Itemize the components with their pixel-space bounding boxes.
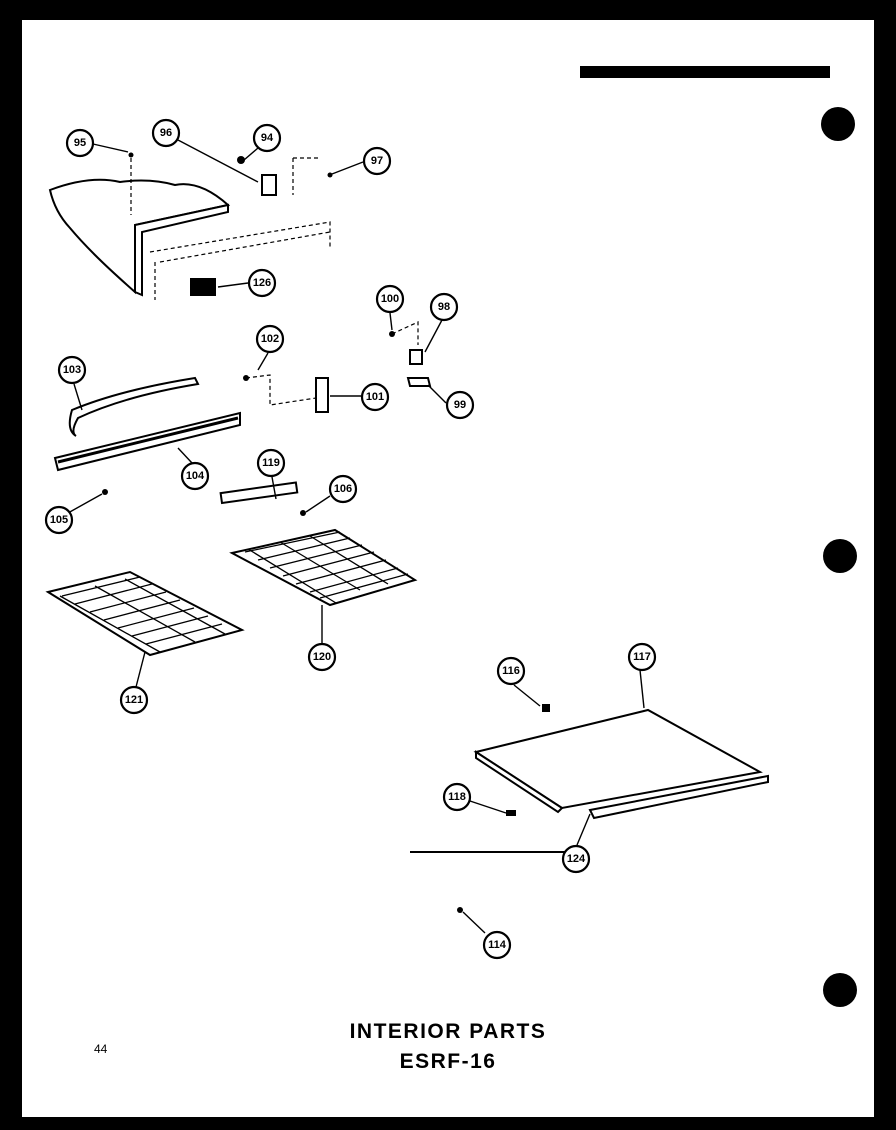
svg-text:96: 96 <box>160 127 172 139</box>
svg-text:106: 106 <box>334 483 352 495</box>
svg-text:121: 121 <box>125 694 143 706</box>
hinge-parts <box>389 321 432 387</box>
svg-text:124: 124 <box>567 853 586 865</box>
svg-text:120: 120 <box>313 651 331 663</box>
callout-126: 126 <box>247 268 277 298</box>
svg-text:95: 95 <box>74 137 86 149</box>
svg-text:98: 98 <box>438 301 450 313</box>
callout-94: 94 <box>252 123 282 153</box>
svg-text:104: 104 <box>186 470 205 482</box>
callout-98: 98 <box>429 292 459 322</box>
callout-103: 103 <box>57 355 87 385</box>
svg-text:100: 100 <box>381 293 399 305</box>
binder-hole-bottom <box>823 973 857 1007</box>
callout-104: 104 <box>180 461 210 491</box>
callout-100: 100 <box>375 284 405 314</box>
svg-text:94: 94 <box>261 132 274 144</box>
callout-102: 102 <box>255 324 285 354</box>
callout-99: 99 <box>445 390 475 420</box>
rail-parts <box>53 374 329 495</box>
callout-96: 96 <box>151 118 181 148</box>
svg-text:119: 119 <box>262 457 280 469</box>
binder-hole-middle <box>823 539 857 573</box>
svg-text:114: 114 <box>488 939 507 951</box>
model-number: ESRF-16 <box>399 1050 497 1073</box>
svg-text:105: 105 <box>50 514 68 526</box>
callout-101: 101 <box>360 382 390 412</box>
svg-text:97: 97 <box>371 155 383 167</box>
binder-hole-top <box>821 107 855 141</box>
callout-116: 116 <box>496 656 526 686</box>
callout-121: 121 <box>119 685 149 715</box>
callout-118: 118 <box>442 782 472 812</box>
svg-text:126: 126 <box>253 277 271 289</box>
svg-text:99: 99 <box>454 399 466 411</box>
callout-120: 120 <box>307 642 337 672</box>
svg-text:102: 102 <box>261 333 279 345</box>
callout-105: 105 <box>44 505 74 535</box>
scan-artifact-bar <box>580 66 830 78</box>
svg-text:101: 101 <box>366 391 384 403</box>
part-126-vent <box>190 278 216 296</box>
svg-text:103: 103 <box>63 364 81 376</box>
svg-text:117: 117 <box>633 651 651 663</box>
svg-text:118: 118 <box>448 791 466 803</box>
callout-106: 106 <box>328 474 358 504</box>
ceiling-bracket-assembly <box>48 152 333 300</box>
leader-lines <box>67 139 645 934</box>
callout-95: 95 <box>65 128 95 158</box>
page-number: 44 <box>94 1042 108 1056</box>
svg-text:116: 116 <box>502 665 520 677</box>
callout-124: 124 <box>561 844 591 874</box>
diagram-title: INTERIOR PARTS <box>349 1020 547 1043</box>
callout-117: 117 <box>627 642 657 672</box>
callout-119: 119 <box>256 448 286 478</box>
wire-shelves <box>45 481 418 657</box>
callout-114: 114 <box>482 930 512 960</box>
crisper-cover <box>410 704 769 913</box>
callout-97: 97 <box>362 146 392 176</box>
